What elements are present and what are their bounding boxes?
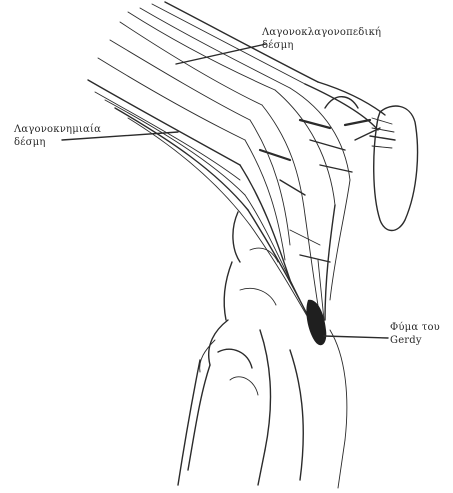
label-iliopatellar-band: Λαγονοκλαγονοπεδική δέσμη (262, 26, 381, 52)
tibia (188, 212, 347, 488)
gerdy-tubercle (306, 260, 326, 345)
label-gerdy-tubercle-line1: Φύμα του (390, 321, 440, 334)
label-gerdy-tubercle: Φύμα του Gerdy (390, 321, 440, 347)
label-gerdy-tubercle-line2: Gerdy (390, 334, 440, 347)
label-iliotibial-band: Λαγονοκνημιαία δέσμη (14, 123, 101, 149)
label-iliopatellar-band-line1: Λαγονοκλαγονοπεδική (262, 26, 381, 39)
leader-line-right (324, 336, 388, 338)
label-iliotibial-band-line2: δέσμη (14, 136, 101, 149)
label-iliotibial-band-line1: Λαγονοκνημιαία (14, 123, 101, 136)
label-iliopatellar-band-line2: δέσμη (262, 39, 381, 52)
leader-line-top (176, 44, 266, 64)
patella (370, 106, 418, 230)
